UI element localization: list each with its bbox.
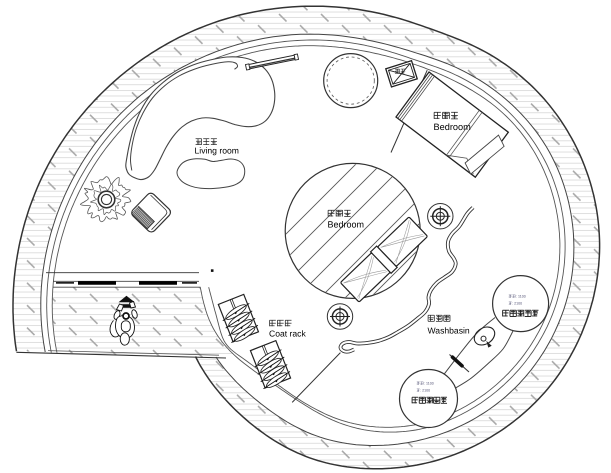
svg-text:Living room: Living room	[195, 146, 239, 156]
svg-text:Bedroom: Bedroom	[434, 122, 472, 132]
svg-text:: 2100: : 2100	[512, 302, 522, 306]
svg-text:Bedroom: Bedroom	[328, 220, 365, 230]
svg-text:: 1100: : 1100	[424, 382, 434, 386]
svg-text:: 2100: : 2100	[420, 389, 430, 393]
svg-text:: 1100: : 1100	[516, 295, 526, 299]
svg-text:Coat rack: Coat rack	[269, 329, 306, 339]
svg-text:Washbasin: Washbasin	[428, 326, 470, 336]
